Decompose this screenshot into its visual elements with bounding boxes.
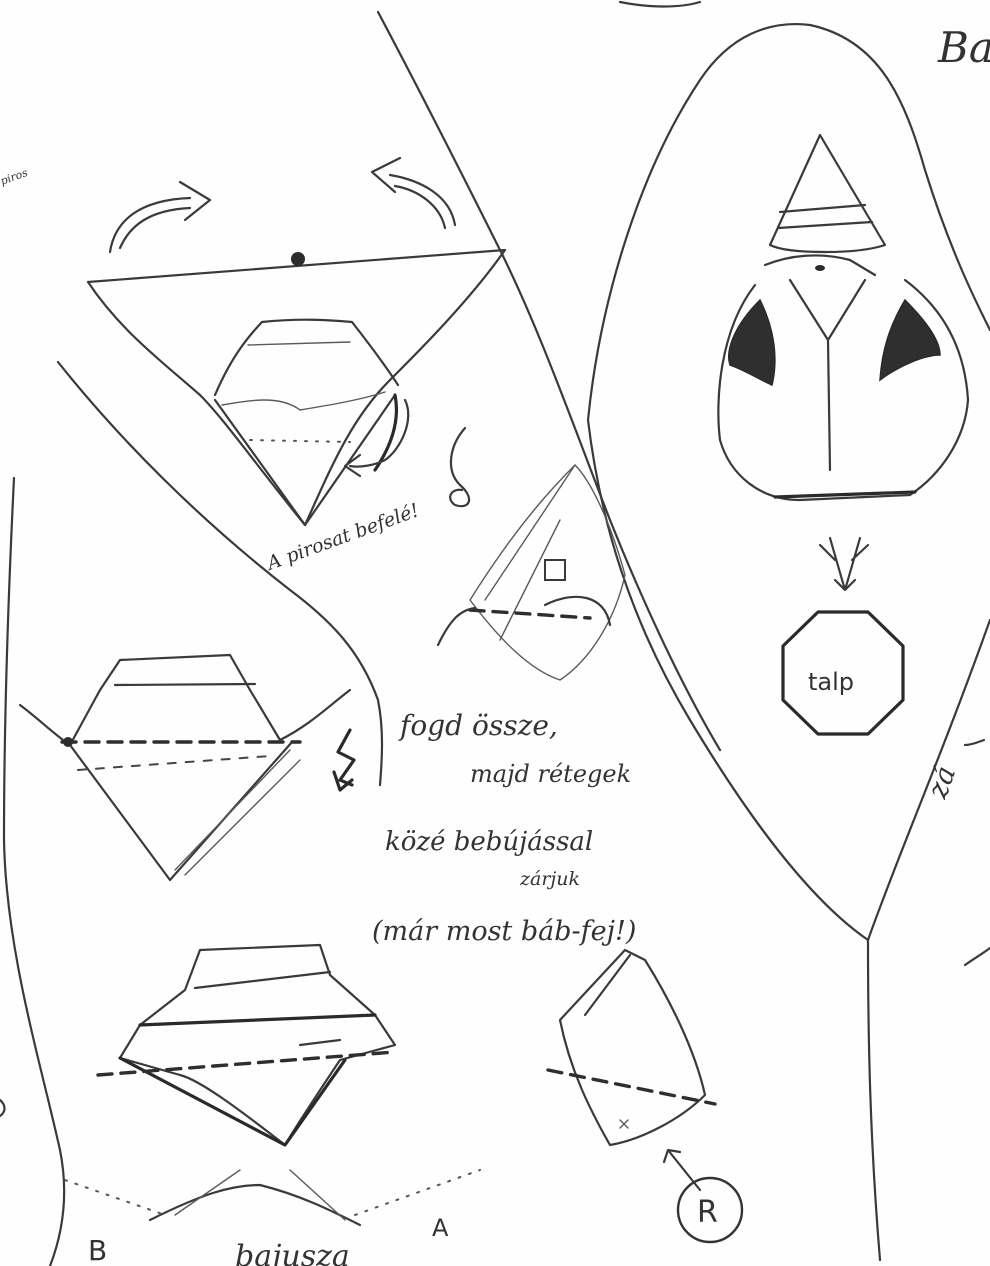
circle-r-label: R xyxy=(697,1195,718,1230)
note-red-inward: A pirosat befelé! xyxy=(262,499,422,575)
down-arrow-icon xyxy=(820,538,868,590)
fold-in-arrow xyxy=(345,400,408,476)
step-b-label: B xyxy=(88,1234,107,1266)
base-label: talp xyxy=(808,668,854,696)
note-close: zárjuk xyxy=(519,868,580,890)
penguin-region-outline xyxy=(588,24,990,420)
step-hat-shape xyxy=(20,655,350,880)
right-curved-arrow xyxy=(372,158,455,228)
note-fold-together: fogd össze, xyxy=(398,709,558,742)
zigzag-arrow-icon xyxy=(334,730,354,790)
step-triangle-with-arrows: A pirosat befelé! xyxy=(88,158,505,575)
step-whiskers-partial: B A bajusza xyxy=(65,1170,480,1266)
hook-symbol-icon xyxy=(450,428,469,506)
penguin-figure xyxy=(718,135,968,590)
right-wing-shade xyxy=(880,300,940,380)
left-curved-arrow xyxy=(110,182,210,252)
partial-top-right-text: Ba xyxy=(937,23,990,72)
step-wide-head xyxy=(98,945,395,1145)
note-doll-head: (már most báb-fej!) xyxy=(372,916,636,947)
step-a-label: A xyxy=(432,1214,449,1242)
step-kite-fold xyxy=(438,465,625,680)
top-small-arc xyxy=(620,2,700,7)
note-tuck-close: közé bebújással xyxy=(385,827,593,857)
partial-right-mid-text: zá xyxy=(920,762,962,804)
left-region-outline xyxy=(378,12,720,750)
vertical-divider-line xyxy=(868,940,880,1260)
edge-mark-right xyxy=(965,740,984,745)
partial-top-left-text: piros xyxy=(0,166,30,188)
note-then-layers: majd rétegek xyxy=(470,760,631,788)
base-octagon: talp xyxy=(783,612,903,734)
center-dot xyxy=(291,252,305,266)
step-diamond-head: R xyxy=(548,950,742,1242)
small-square-mark xyxy=(545,560,565,580)
right-edge-stroke xyxy=(965,948,990,965)
left-edge-curve xyxy=(4,478,64,1266)
edge-mark xyxy=(0,1100,5,1116)
left-wing-shade xyxy=(729,300,775,385)
upper-band-curve xyxy=(58,362,382,785)
whiskers-label: bajusza xyxy=(235,1239,350,1266)
